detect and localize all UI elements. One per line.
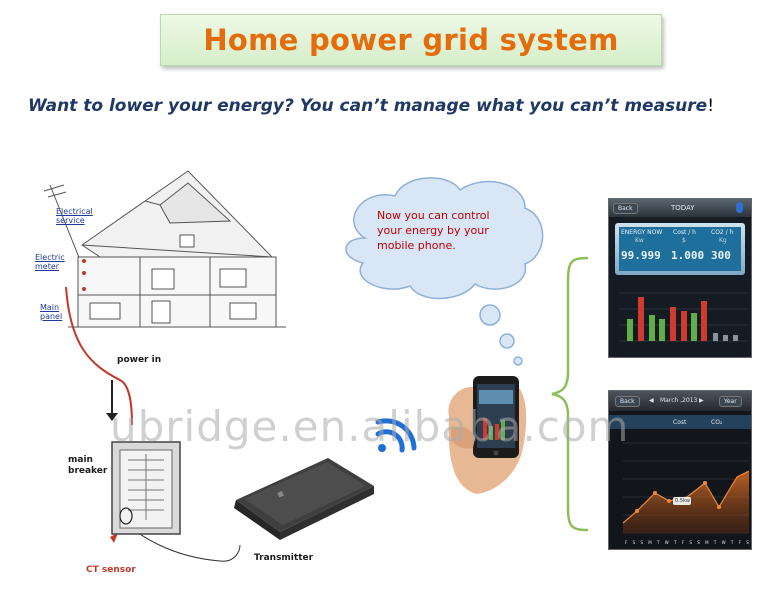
energy-panel (615, 223, 745, 275)
co2-label: CO2 / h (711, 229, 734, 236)
co2-value: 300 (711, 249, 731, 262)
wireless-signal-icon (375, 418, 417, 453)
main-breaker-label: main breaker (68, 455, 108, 476)
day-label: T (730, 540, 734, 545)
bluetooth-icon (736, 202, 743, 213)
day-label: S (632, 540, 636, 545)
day-label: F (625, 540, 628, 545)
day-label: M (705, 540, 709, 545)
next-month-icon[interactable]: ▶ (699, 397, 704, 404)
electric-meter-label: Electric meter (35, 253, 65, 271)
transmitter-label: Transmitter (254, 553, 314, 563)
year-button[interactable]: Year (719, 396, 742, 407)
day-axis: F S S M T W T F S S M T W T F S (625, 540, 749, 545)
energy-now-label: ENERGY NOW (621, 229, 663, 236)
page-title: Home power grid system (203, 23, 619, 57)
day-label: S (640, 540, 643, 545)
day-label: F (681, 540, 685, 545)
bracket (551, 256, 589, 532)
day-label: F (738, 540, 741, 545)
hand-with-phone (448, 376, 527, 494)
cost-value: 1.000 (671, 249, 705, 262)
day-label: T (713, 540, 717, 545)
power-in-label: power in (117, 355, 162, 365)
day-label: W (664, 540, 669, 545)
prev-month-icon[interactable]: ◀ (649, 397, 654, 404)
day-label: W (721, 540, 726, 545)
thought-cloud (345, 177, 544, 366)
today-bar-chart (619, 292, 747, 342)
house-illustration (43, 170, 286, 328)
screen-month-header (609, 391, 751, 411)
main-breaker-panel (111, 441, 181, 535)
electrical-service-label: Electrical service (56, 207, 93, 225)
day-label: T (657, 540, 660, 545)
month-title: March ,2013 (660, 397, 698, 404)
co2-unit: Kg (719, 237, 727, 244)
day-label: S (689, 540, 692, 545)
tab-cost[interactable]: Cost (673, 419, 687, 426)
screen-today-header (609, 199, 751, 217)
screen-today: Back TODAY ENERGY NOW Cost / h CO2 / h K… (608, 198, 752, 358)
today-title: TODAY (671, 204, 695, 212)
energy-unit: Kw (635, 237, 644, 244)
energy-display (619, 227, 741, 271)
day-label: S (697, 540, 700, 545)
day-label: M (648, 540, 652, 545)
screen-month: Back ◀ March ,2013 ▶ Year Cost CO₂ 0.5kw… (608, 390, 752, 550)
cloud-message: Now you can control your energy by your … (377, 209, 490, 252)
transmitter-device (234, 458, 374, 540)
tagline-exclamation: ! (707, 96, 715, 116)
title-banner: Home power grid system (160, 14, 662, 66)
day-label: S (746, 540, 749, 545)
tab-bar (609, 415, 751, 429)
back-button[interactable]: Back (613, 203, 638, 214)
main-panel-label: Main panel (40, 303, 63, 321)
cost-unit: $ (682, 237, 686, 244)
tagline-text: Want to lower your energy? You can’t man… (28, 96, 708, 116)
day-label: T (674, 540, 677, 545)
tab-co2[interactable]: CO₂ (711, 419, 723, 426)
back-button-month[interactable]: Back (615, 396, 640, 407)
month-area-chart (622, 442, 750, 534)
tagline: Want to lower your energy? You can’t man… (28, 96, 714, 116)
chart-tooltip: 0.5kw (675, 498, 690, 504)
ct-sensor-label: CT sensor (86, 565, 136, 575)
cost-label: Cost / h (673, 229, 696, 236)
watermark: ubridge.en.alibaba.com (110, 402, 630, 451)
energy-value: 99.999 (621, 249, 661, 262)
